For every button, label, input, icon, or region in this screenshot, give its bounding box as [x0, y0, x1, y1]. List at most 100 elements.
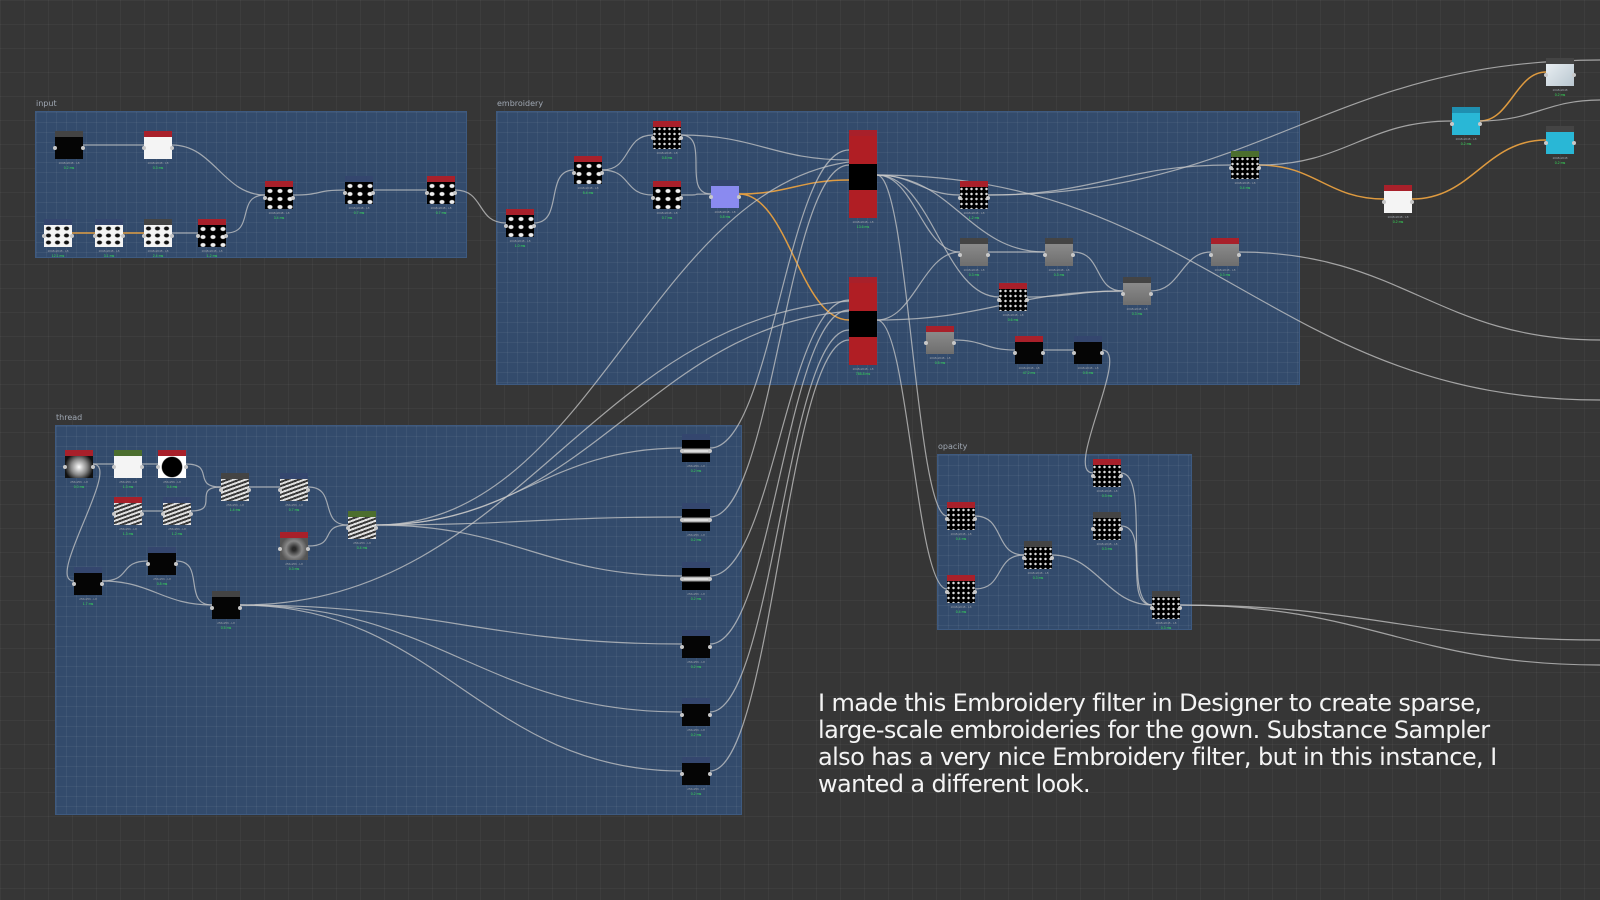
input-port[interactable] — [1544, 73, 1548, 77]
output-port[interactable] — [70, 234, 74, 238]
input-port[interactable] — [196, 234, 200, 238]
input-port[interactable] — [572, 171, 576, 175]
output-port[interactable] — [679, 136, 683, 140]
input-port[interactable] — [63, 465, 67, 469]
input-port[interactable] — [997, 298, 1001, 302]
input-port[interactable] — [42, 234, 46, 238]
output-port[interactable] — [708, 645, 712, 649]
output-port[interactable] — [1100, 351, 1104, 355]
output-port[interactable] — [1478, 122, 1482, 126]
output-port[interactable] — [1572, 141, 1576, 145]
input-port[interactable] — [210, 606, 214, 610]
input-port[interactable] — [278, 488, 282, 492]
output-port[interactable] — [952, 341, 956, 345]
input-port[interactable] — [1209, 253, 1213, 257]
input-port[interactable] — [680, 713, 684, 717]
output-port[interactable] — [737, 195, 741, 199]
output-port[interactable] — [371, 191, 375, 195]
input-port[interactable] — [958, 253, 962, 257]
input-port[interactable] — [1013, 351, 1017, 355]
output-port[interactable] — [306, 547, 310, 551]
input-port[interactable] — [1544, 141, 1548, 145]
input-port[interactable] — [1450, 122, 1454, 126]
input-port[interactable] — [142, 146, 146, 150]
output-port[interactable] — [224, 234, 228, 238]
output-port[interactable] — [306, 488, 310, 492]
output-port[interactable] — [532, 224, 536, 228]
output-port[interactable] — [174, 562, 178, 566]
output-port[interactable] — [986, 196, 990, 200]
input-port[interactable] — [958, 196, 962, 200]
input-port[interactable] — [1022, 556, 1026, 560]
output-port[interactable] — [1410, 200, 1414, 204]
output-port[interactable] — [973, 517, 977, 521]
multi-output-node[interactable]: 2048x2048 - L8 13.6 ms — [849, 130, 877, 229]
input-port[interactable] — [93, 234, 97, 238]
output-port[interactable] — [1025, 298, 1029, 302]
output-port[interactable] — [708, 772, 712, 776]
input-port[interactable] — [680, 518, 684, 522]
input-port[interactable] — [924, 341, 928, 345]
input-port[interactable] — [1091, 527, 1095, 531]
input-port[interactable] — [146, 562, 150, 566]
output-port[interactable] — [170, 146, 174, 150]
output-port[interactable] — [1237, 253, 1241, 257]
output-port[interactable] — [291, 196, 295, 200]
input-port[interactable] — [680, 645, 684, 649]
output-port[interactable] — [121, 234, 125, 238]
output-port[interactable] — [238, 606, 242, 610]
output-port[interactable] — [1071, 253, 1075, 257]
input-port[interactable] — [112, 465, 116, 469]
input-port[interactable] — [651, 136, 655, 140]
input-port[interactable] — [1043, 253, 1047, 257]
output-port[interactable] — [1178, 606, 1182, 610]
output-port[interactable] — [973, 590, 977, 594]
output-port[interactable] — [708, 713, 712, 717]
input-port[interactable] — [651, 196, 655, 200]
input-port[interactable] — [1382, 200, 1386, 204]
output-port[interactable] — [100, 582, 104, 586]
input-port[interactable] — [142, 234, 146, 238]
input-port[interactable] — [1121, 292, 1125, 296]
input-port[interactable] — [504, 224, 508, 228]
output-port[interactable] — [453, 191, 457, 195]
output-port[interactable] — [247, 488, 251, 492]
input-port[interactable] — [680, 449, 684, 453]
input-port[interactable] — [263, 196, 267, 200]
output-port[interactable] — [140, 465, 144, 469]
frame-embroidery[interactable]: embroidery — [496, 99, 1300, 385]
